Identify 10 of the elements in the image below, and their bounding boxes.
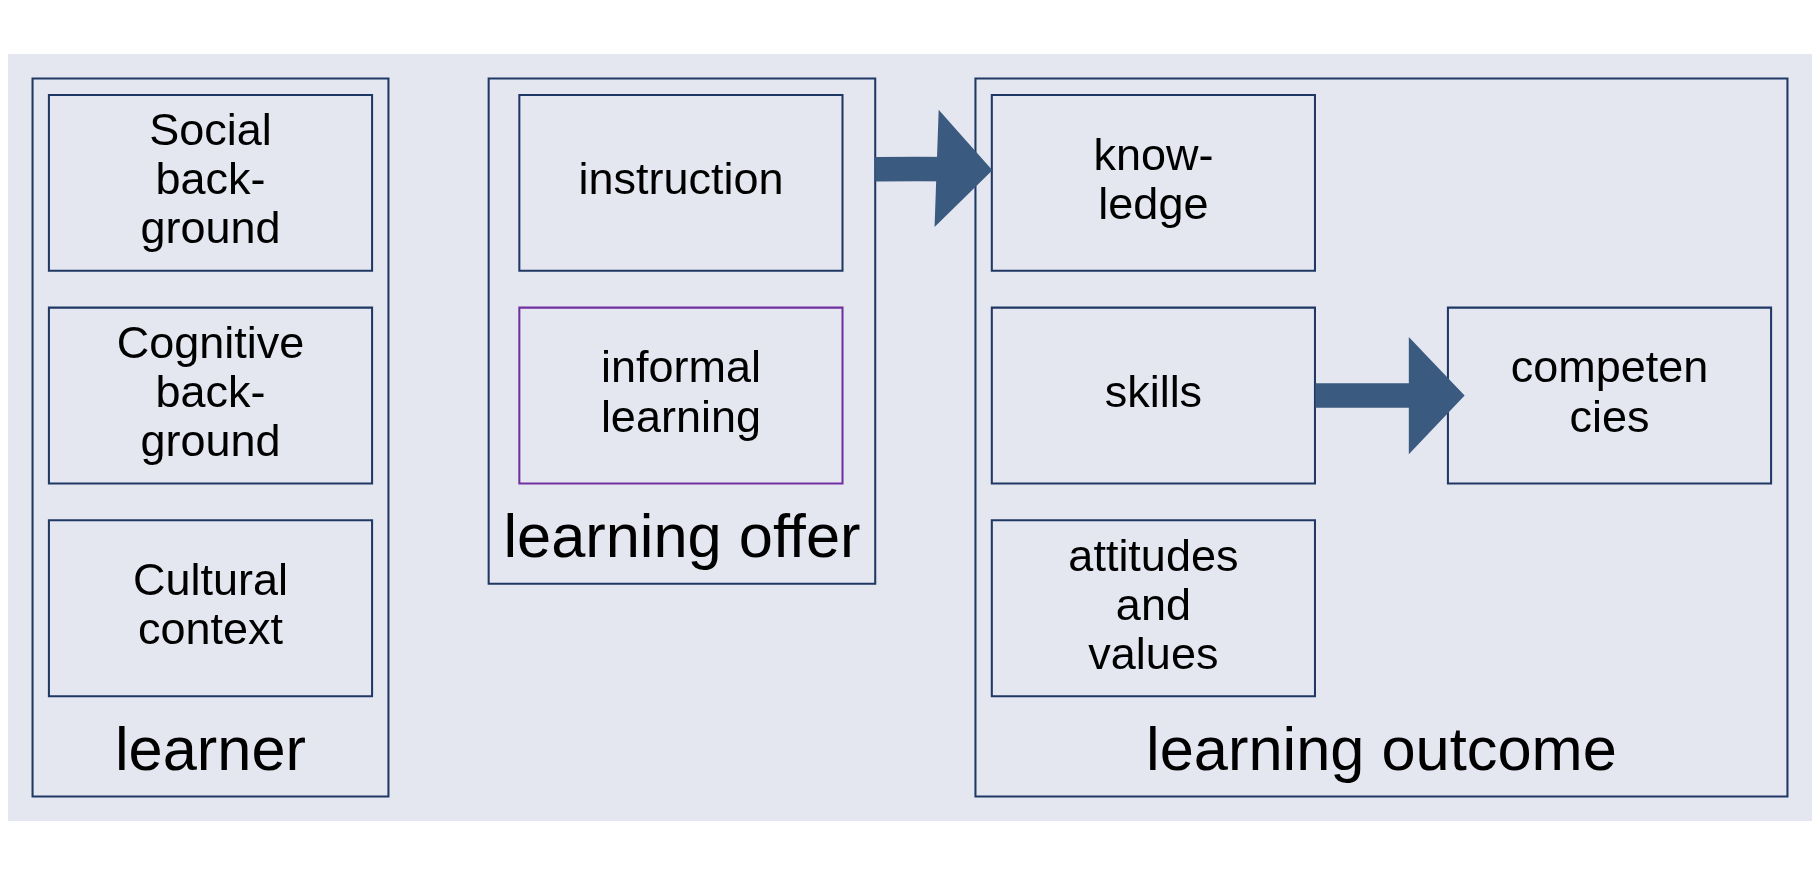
node-box: skills bbox=[990, 306, 1316, 485]
node-box: Cognitive back- ground bbox=[47, 306, 374, 485]
node-box: informal learning bbox=[518, 306, 844, 485]
node-box: attitudes and values bbox=[990, 519, 1316, 698]
node-box: know- ledge bbox=[990, 93, 1316, 272]
node-box: instruction bbox=[518, 93, 844, 272]
node-box: Cultural context bbox=[47, 519, 374, 698]
arrow bbox=[1315, 336, 1465, 455]
node-box: competen cies bbox=[1446, 306, 1773, 485]
node-box: Social back- ground bbox=[47, 93, 374, 272]
